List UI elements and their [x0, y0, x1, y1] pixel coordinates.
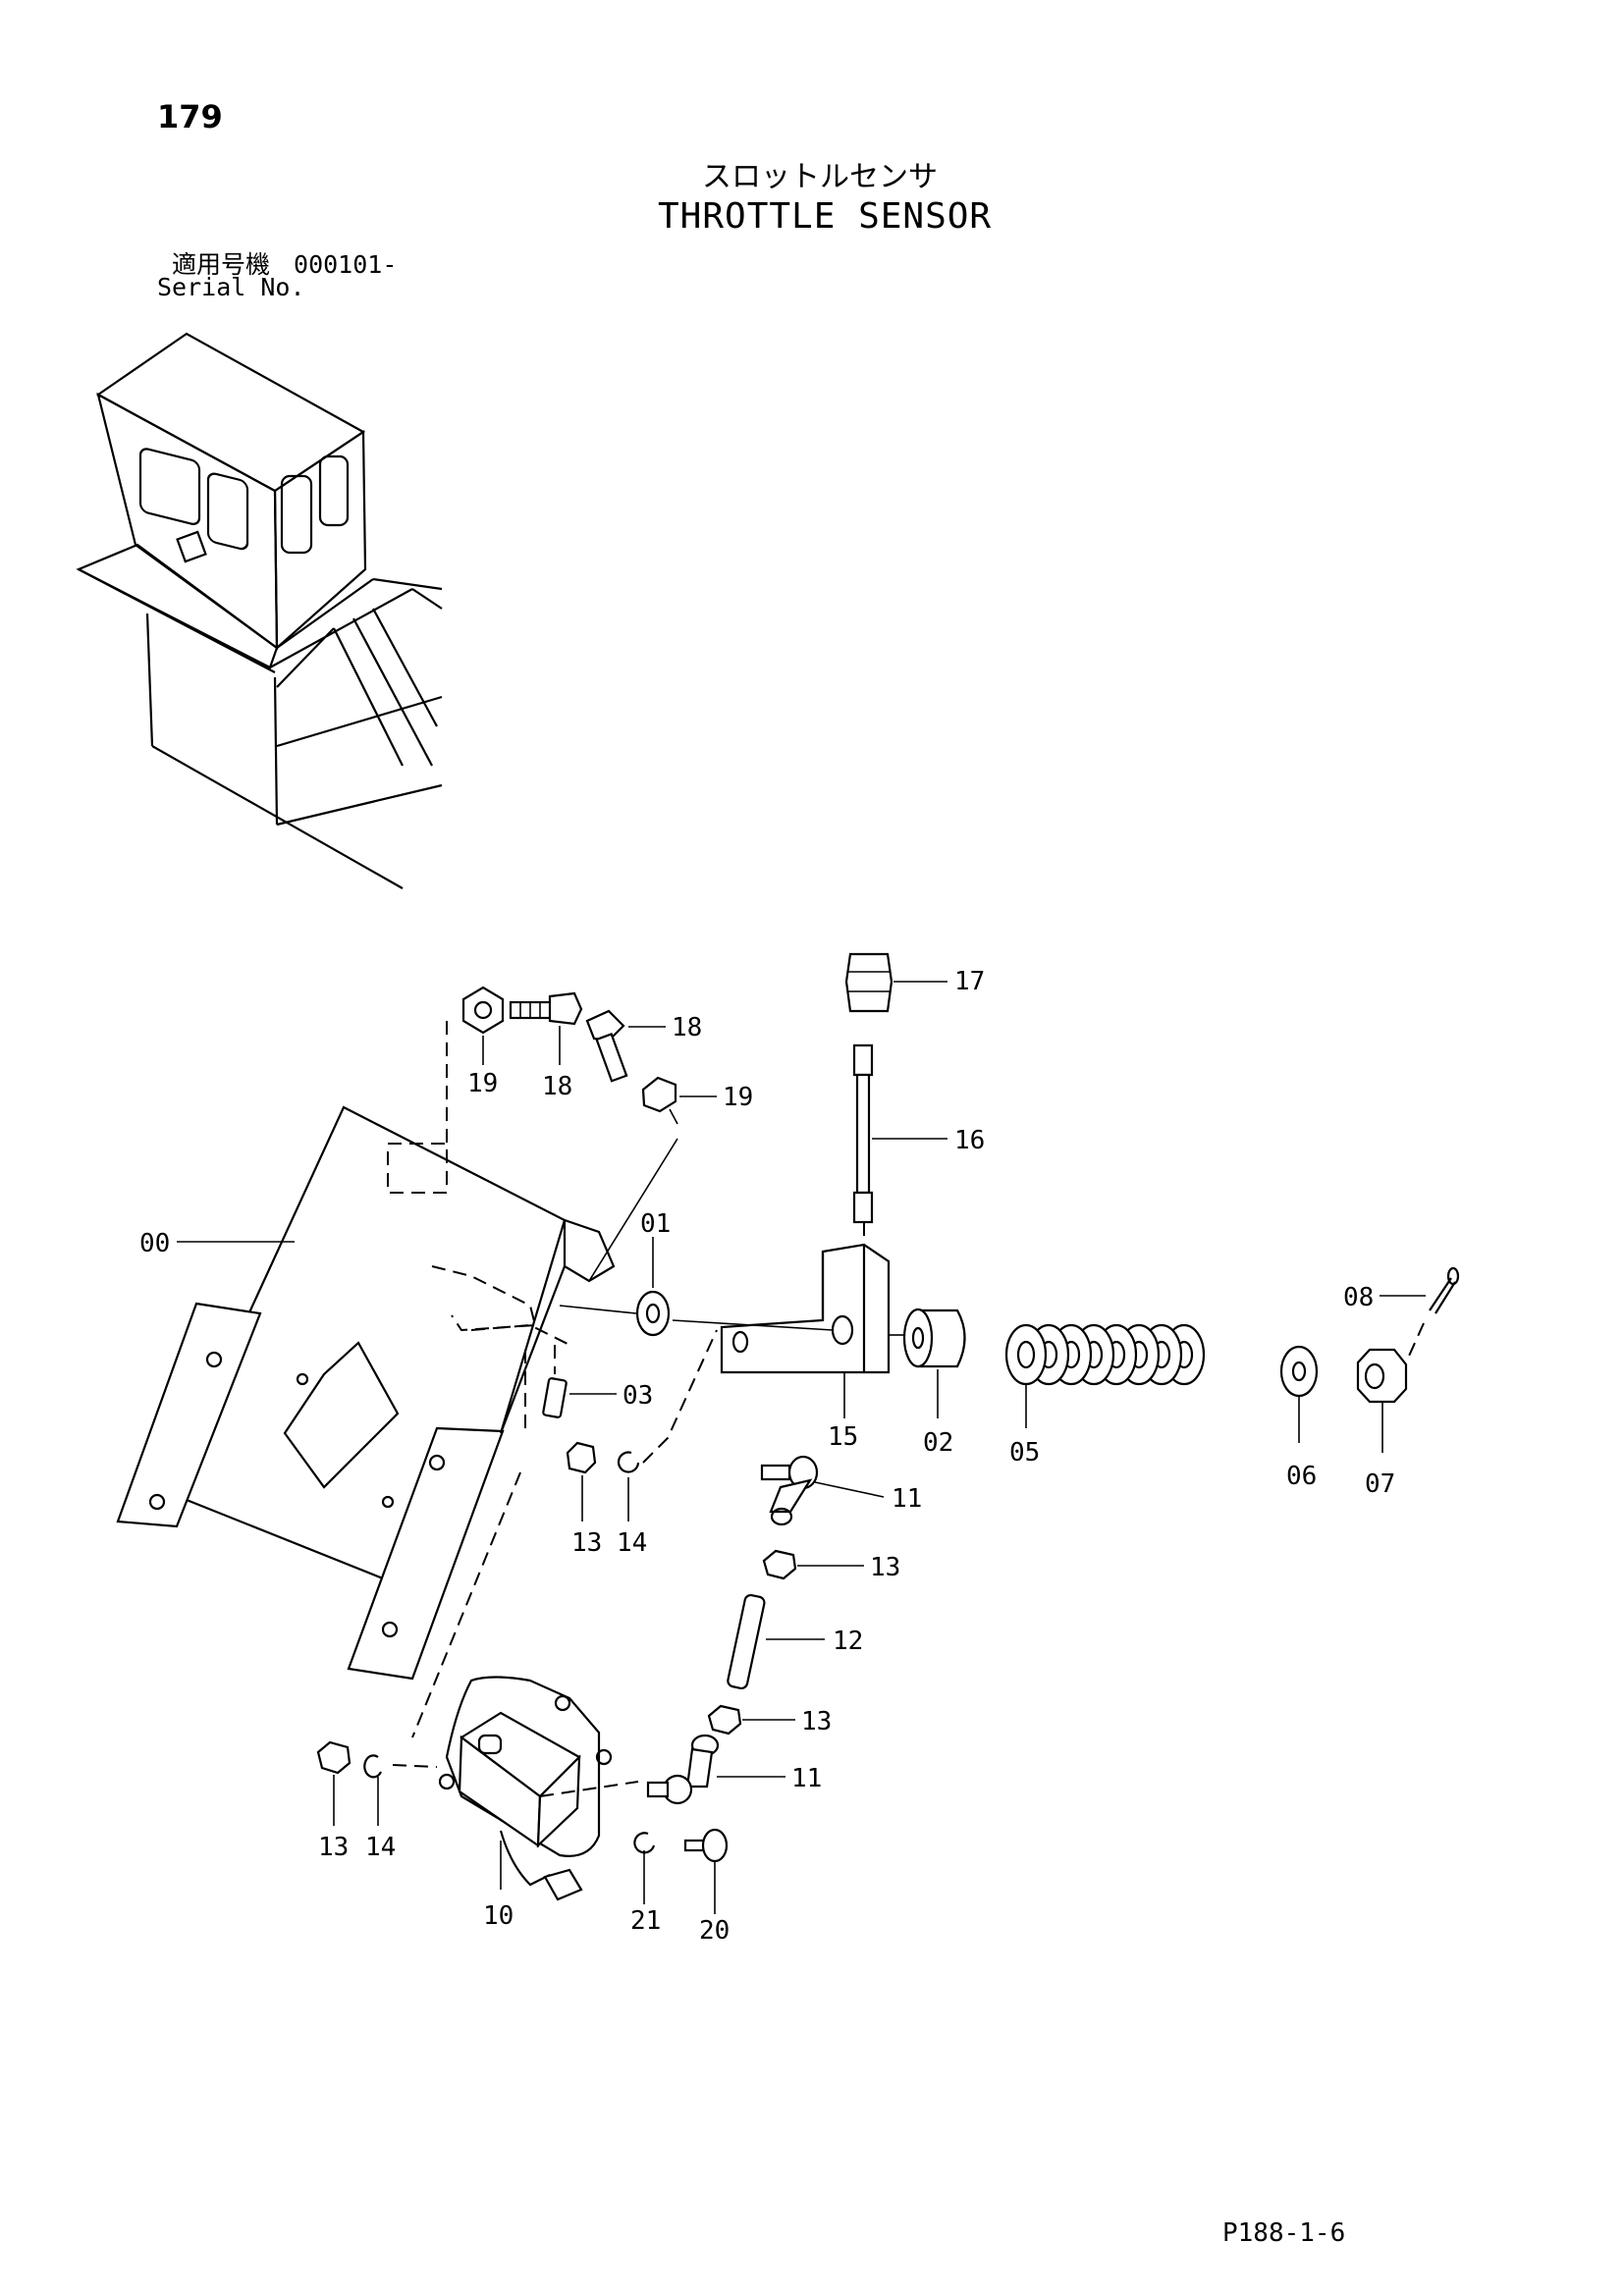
page-title: THROTTLE SENSOR	[658, 196, 993, 237]
label-18-b: 18	[672, 1013, 702, 1042]
label-13-left: 13	[571, 1528, 602, 1558]
pin-03	[542, 1345, 617, 1418]
castle-nut-07	[1356, 1348, 1408, 1453]
footer-code: P188-1-6	[1222, 2218, 1346, 2248]
label-08: 08	[1343, 1283, 1374, 1312]
bolt-18-b	[585, 1009, 666, 1083]
label-19-b: 19	[723, 1083, 753, 1112]
label-17: 17	[954, 967, 985, 996]
clip-14-left	[617, 1329, 718, 1522]
clip-14-bottom	[363, 1754, 438, 1826]
label-18-a: 18	[542, 1072, 572, 1101]
machine-cab-overview	[76, 332, 443, 889]
serial-row: 適用号機 000101-	[172, 245, 397, 281]
washer-01	[559, 1237, 834, 1337]
washer-06	[1279, 1345, 1319, 1443]
label-13-bottom: 13	[318, 1833, 349, 1862]
label-14-left: 14	[617, 1528, 647, 1558]
turnbuckle-12	[727, 1593, 825, 1690]
label-11-top: 11	[892, 1484, 922, 1514]
label-00: 00	[139, 1229, 170, 1258]
rod-16	[852, 1043, 947, 1224]
label-03: 03	[623, 1381, 653, 1411]
bolt-20	[683, 1828, 729, 1914]
label-12: 12	[833, 1627, 863, 1656]
collar-02	[889, 1308, 966, 1418]
disc-spring-bore	[1016, 1340, 1036, 1369]
nut-13-left	[566, 1441, 597, 1522]
lever-bracket-15	[720, 1222, 891, 1418]
label-19-a: 19	[467, 1069, 498, 1098]
label-13-lower: 13	[801, 1707, 832, 1736]
label-07: 07	[1365, 1469, 1395, 1499]
label-05: 05	[1009, 1438, 1040, 1468]
label-11-bottom: 11	[791, 1764, 822, 1793]
label-15: 15	[828, 1422, 858, 1452]
label-20: 20	[699, 1916, 730, 1946]
disc-springs-05	[1004, 1323, 1206, 1428]
part-labels: 00 01 02 03 05 06 07 08 10 11 11 12 13 1…	[139, 967, 1395, 1946]
page-number: 179	[157, 98, 223, 135]
rod-end-11-bottom	[646, 1734, 785, 1805]
title-japanese: スロットルセンサ	[702, 160, 938, 194]
nut-19-right	[641, 1076, 717, 1125]
throttle-sensor-10	[438, 1676, 639, 1901]
nut-19-top	[461, 986, 505, 1065]
label-21: 21	[630, 1906, 661, 1936]
cap-17	[844, 952, 947, 1013]
serial-label-jp: 適用号機	[172, 250, 271, 279]
label-02: 02	[923, 1428, 953, 1458]
label-16: 16	[954, 1126, 985, 1155]
disc-spring	[1004, 1323, 1048, 1386]
label-13-mid: 13	[870, 1553, 900, 1582]
label-10: 10	[483, 1901, 514, 1931]
mounting-bracket	[116, 1021, 678, 1738]
rod-end-11-top	[760, 1455, 885, 1526]
label-01: 01	[640, 1209, 671, 1239]
serial-label-en: Serial No.	[157, 273, 305, 301]
washer-21	[633, 1832, 656, 1904]
nut-13-mid	[762, 1549, 864, 1580]
cotter-pin-08	[1380, 1266, 1460, 1363]
bolt-18-a	[509, 991, 583, 1065]
label-06: 06	[1286, 1462, 1317, 1491]
nut-13-bottom	[316, 1740, 352, 1826]
serial-value: 000101-	[294, 250, 398, 279]
nut-13-lower	[707, 1704, 795, 1735]
label-14-bottom: 14	[365, 1833, 396, 1862]
